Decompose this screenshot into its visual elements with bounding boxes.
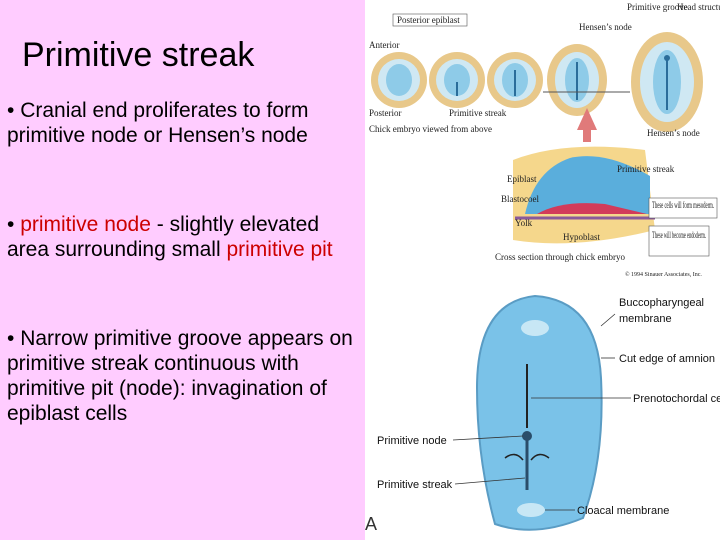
label-prenotochordal: Prenotochordal cells (633, 393, 720, 405)
note-mesoderm: These cells will form mesoderm. (652, 200, 714, 210)
primitive-node-shape (522, 431, 532, 441)
label-hensens-node-top: Hensen’s node (579, 22, 632, 32)
label-posterior-epiblast: Posterior epiblast (397, 15, 460, 25)
embryo-stage-5 (631, 32, 703, 132)
bullet-text: - slightly elevated area surrounding sma… (7, 213, 320, 261)
embryonic-disc-figure: Buccopharyngeal membrane Cut edge of amn… (365, 288, 720, 540)
embryo-stage-1 (371, 52, 427, 108)
text-panel: Primitive streak • Cranial end prolifera… (7, 36, 357, 426)
bullet-text: Narrow primitive groove appears on primi… (7, 327, 353, 425)
embryo-stage-2 (429, 52, 485, 108)
bullet-primitive-node: • primitive node - slightly elevated are… (7, 212, 357, 262)
chick-embryo-figure: Posterior epiblast Primitive groove Head… (365, 0, 720, 282)
label-blastocoel: Blastocoel (501, 194, 539, 204)
term-primitive-node: primitive node (20, 213, 151, 236)
label-cross-section: Cross section through chick embryo (495, 252, 625, 262)
panel-letter: A (365, 514, 378, 534)
bullet-marker: • (7, 327, 21, 350)
bucco-membrane-shape (521, 320, 549, 336)
bullet-primitive-groove: • Narrow primitive groove appears on pri… (7, 326, 357, 426)
label-posterior: Posterior (369, 108, 402, 118)
label-cut-edge: Cut edge of amnion (619, 353, 715, 365)
bullet-marker: • (7, 213, 21, 236)
label-chick-embryo: Chick embryo viewed from above (369, 124, 492, 134)
label-epiblast: Epiblast (507, 174, 537, 184)
label-bucco-line1: Buccopharyngeal (619, 297, 704, 309)
label-primitive-streak-2: Primitive streak (617, 164, 675, 174)
label-yolk: Yolk (515, 218, 533, 228)
label-cloacal: Cloacal membrane (577, 505, 669, 517)
label-primitive-streak-bottom: Primitive streak (377, 479, 453, 491)
label-head-structure: Head structure forming (677, 2, 720, 12)
bullet-marker: • (7, 99, 21, 122)
slide-title: Primitive streak (22, 36, 255, 74)
arrow-icon (577, 108, 597, 142)
label-hypoblast: Hypoblast (563, 232, 600, 242)
copyright-text: © 1994 Sinauer Associates, Inc. (625, 271, 702, 278)
label-primitive-groove: Primitive groove (627, 2, 688, 12)
cloacal-membrane-shape (517, 503, 545, 517)
embryo-stage-4 (547, 44, 607, 116)
label-primitive-node: Primitive node (377, 435, 447, 447)
term-primitive-pit: primitive pit (226, 238, 333, 261)
embryonic-disc (475, 294, 603, 531)
cross-section (513, 146, 655, 244)
label-primitive-streak: Primitive streak (449, 108, 507, 118)
figure-panel: Posterior epiblast Primitive groove Head… (365, 0, 720, 540)
note-endoderm: These will become endoderm. (652, 230, 706, 240)
bullet-text: Cranial end proliferates to form primiti… (7, 99, 309, 147)
label-bucco-line2: membrane (619, 313, 672, 325)
embryo-stage-3 (487, 52, 543, 108)
bullet-cranial-end: • Cranial end proliferates to form primi… (7, 98, 357, 148)
label-anterior: Anterior (369, 40, 400, 50)
label-hensens-node-right: Hensen’s node (647, 128, 700, 138)
